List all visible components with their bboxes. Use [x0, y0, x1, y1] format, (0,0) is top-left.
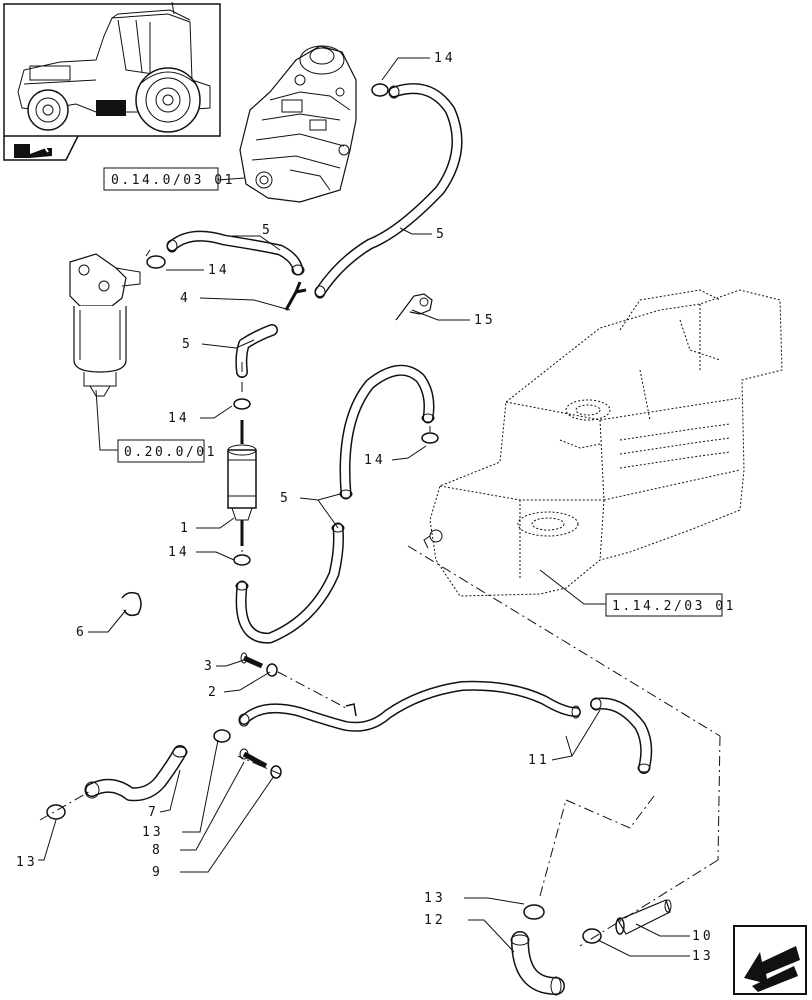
section-flag-icon — [14, 144, 52, 158]
callout-11: 11 — [528, 753, 550, 768]
callout-6: 6 — [76, 625, 87, 640]
callout-13: 13 — [16, 855, 38, 870]
callout-14: 14 — [168, 411, 190, 426]
callout-numbers: 14 5 5 14 4 15 5 14 14 5 1 14 6 3 2 11 7… — [16, 51, 714, 964]
reference-label: 0.20.0/01 — [124, 445, 217, 460]
inline-fuel-filter — [227, 420, 257, 546]
small-parts — [46, 83, 672, 944]
tractor-thumbnail — [3, 1, 221, 161]
callout-10: 10 — [692, 929, 714, 944]
reference-fuel-tank[interactable]: 1.14.2/03 01 — [605, 593, 736, 617]
reference-label: 0.14.0/03 01 — [111, 173, 235, 188]
callout-7: 7 — [148, 805, 159, 820]
callout-5: 5 — [262, 223, 273, 238]
callout-13: 13 — [424, 891, 446, 906]
callout-14: 14 — [364, 453, 386, 468]
leader-lines — [38, 57, 690, 957]
reference-injection-pump[interactable]: 0.14.0/03 01 — [103, 167, 235, 191]
injection-pump — [239, 45, 357, 203]
hoses — [85, 83, 653, 995]
callout-5: 5 — [436, 227, 447, 242]
callout-14: 14 — [208, 263, 230, 278]
callout-13: 13 — [692, 949, 714, 964]
fuel-filter-housing — [69, 253, 141, 397]
callout-4: 4 — [180, 291, 191, 306]
callout-2: 2 — [208, 685, 219, 700]
next-page-arrow-icon[interactable] — [733, 925, 807, 995]
callout-5: 5 — [182, 337, 193, 352]
reference-fuel-filter[interactable]: 0.20.0/01 — [117, 439, 217, 463]
callout-3: 3 — [204, 659, 215, 674]
callout-1: 1 — [180, 521, 191, 536]
callout-5: 5 — [280, 491, 291, 506]
hose-ends — [84, 85, 651, 996]
callout-8: 8 — [152, 843, 163, 858]
callout-15: 15 — [474, 313, 496, 328]
callout-14: 14 — [168, 545, 190, 560]
callout-9: 9 — [152, 865, 163, 880]
fuel-tank — [423, 289, 783, 597]
assembly-lines — [39, 362, 721, 947]
callout-12: 12 — [424, 913, 446, 928]
callout-14: 14 — [434, 51, 456, 66]
reference-label: 1.14.2/03 01 — [612, 599, 736, 614]
callout-13: 13 — [142, 825, 164, 840]
